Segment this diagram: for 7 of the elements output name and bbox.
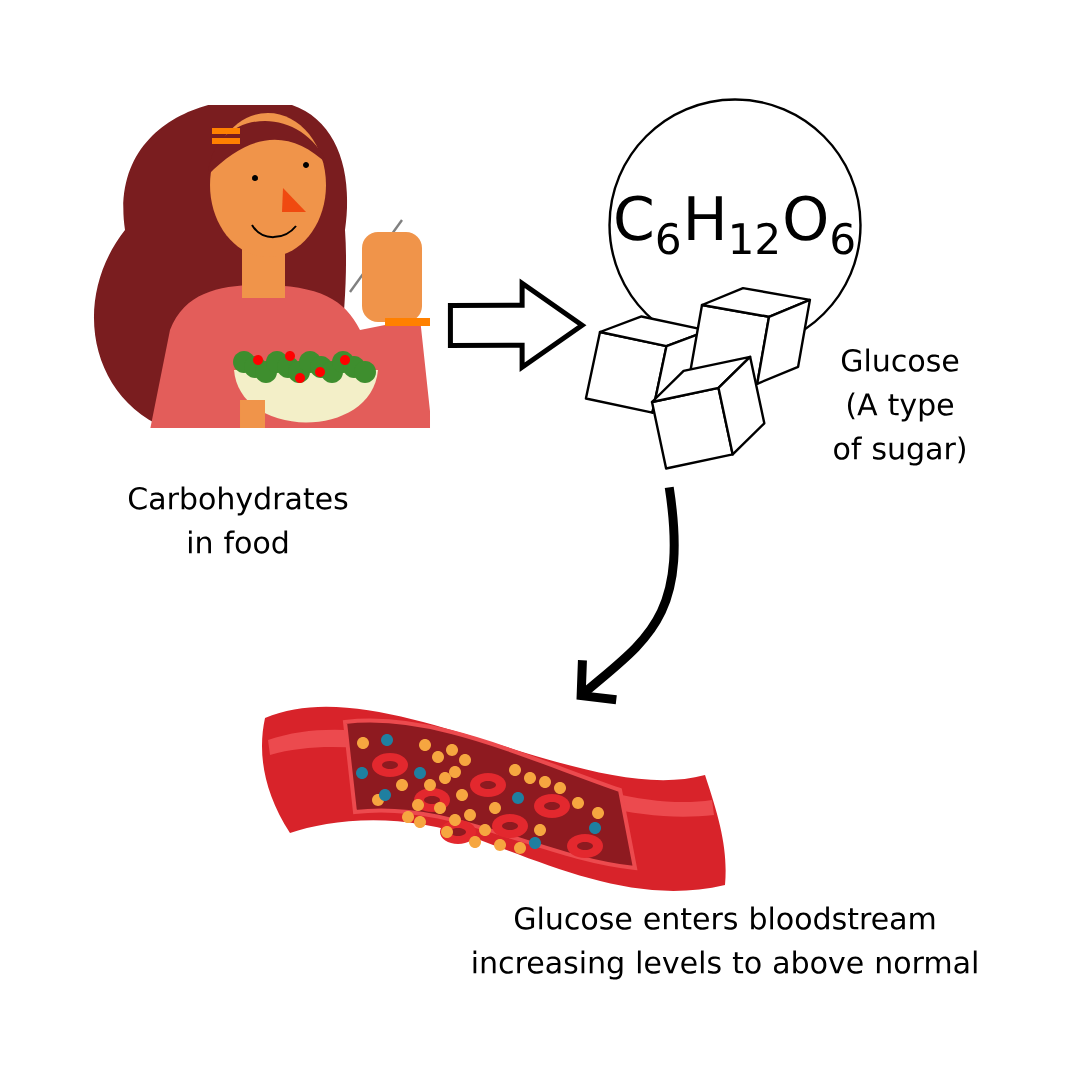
node-label: Glucose enters bloodstream increasing levels to above normal xyxy=(473,906,977,980)
curved-arrow xyxy=(576,486,679,705)
sugar-cubes-drawing xyxy=(584,286,812,470)
girl-eating-salad-drawing xyxy=(94,105,430,428)
blood-vessel-drawing xyxy=(262,706,726,891)
block-arrow xyxy=(447,278,587,373)
node-label: Carbohydrates in food xyxy=(129,486,348,554)
